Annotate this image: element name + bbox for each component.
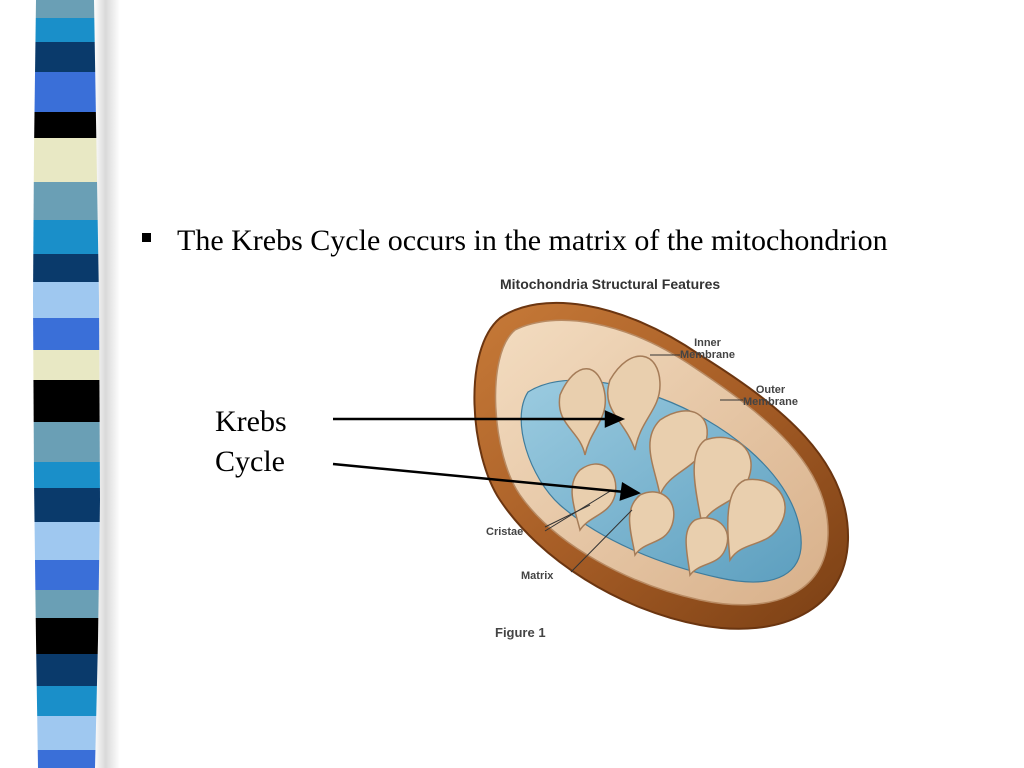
- stripe-segment: [33, 182, 100, 220]
- krebs-arrow-1-head: [604, 410, 626, 428]
- inner-label-line-1: Inner: [694, 337, 721, 349]
- stripe-segment: [33, 282, 100, 318]
- outer-label-line-2: Membrane: [743, 396, 799, 408]
- cristae-leader-2: [544, 489, 613, 532]
- stripe-segment: [33, 220, 100, 254]
- stripe-segment: [33, 0, 100, 18]
- stripe-segment: [33, 462, 100, 488]
- stripe-segment: [33, 522, 100, 560]
- stripe-segment: [33, 716, 100, 750]
- bullet-text: The Krebs Cycle occurs in the matrix of …: [177, 224, 888, 257]
- stripe-segment: [33, 560, 100, 590]
- stripe-segment: [33, 618, 100, 654]
- cristae-label: Cristae: [486, 526, 524, 538]
- krebs-arrow-2: [332, 462, 626, 494]
- matrix-leader: [570, 509, 633, 573]
- stripe-segment: [33, 138, 100, 182]
- decorative-stripe-band: [0, 0, 120, 768]
- inner-membrane-label: Inner Membrane: [680, 337, 735, 361]
- stripe-segment: [33, 318, 100, 350]
- stripe-segment: [33, 488, 100, 522]
- callout-line-2: Cycle: [215, 445, 285, 478]
- stripe-segment: [33, 112, 100, 138]
- bullet-marker: [142, 233, 151, 242]
- callout-line-1: Krebs: [215, 405, 287, 438]
- stripe-segment: [33, 654, 100, 686]
- outer-label-line-1: Outer: [755, 384, 786, 396]
- stripe-segment: [33, 72, 100, 112]
- krebs-arrow-2-head: [619, 481, 641, 501]
- figure-title: Mitochondria Structural Features: [500, 276, 721, 292]
- krebs-cycle-callout: Krebs Cycle: [215, 402, 287, 482]
- outer-membrane-label: Outer Membrane: [743, 384, 798, 408]
- stripe-segment: [33, 750, 100, 768]
- stripe-segment: [33, 350, 100, 380]
- stripe-segment: [33, 18, 100, 42]
- cristae-leader-1: [544, 504, 591, 528]
- stripe-segment: [33, 422, 100, 462]
- cristae-folds: [558, 355, 786, 577]
- stripe-segment: [33, 254, 100, 282]
- stripe-segment: [33, 42, 100, 72]
- stripe-segment: [33, 380, 100, 422]
- figure-caption: Figure 1: [495, 625, 546, 640]
- stripe-segment: [33, 590, 100, 618]
- matrix-label: Matrix: [521, 570, 554, 582]
- inner-label-line-2: Membrane: [680, 349, 736, 361]
- stripe-segment: [33, 686, 100, 716]
